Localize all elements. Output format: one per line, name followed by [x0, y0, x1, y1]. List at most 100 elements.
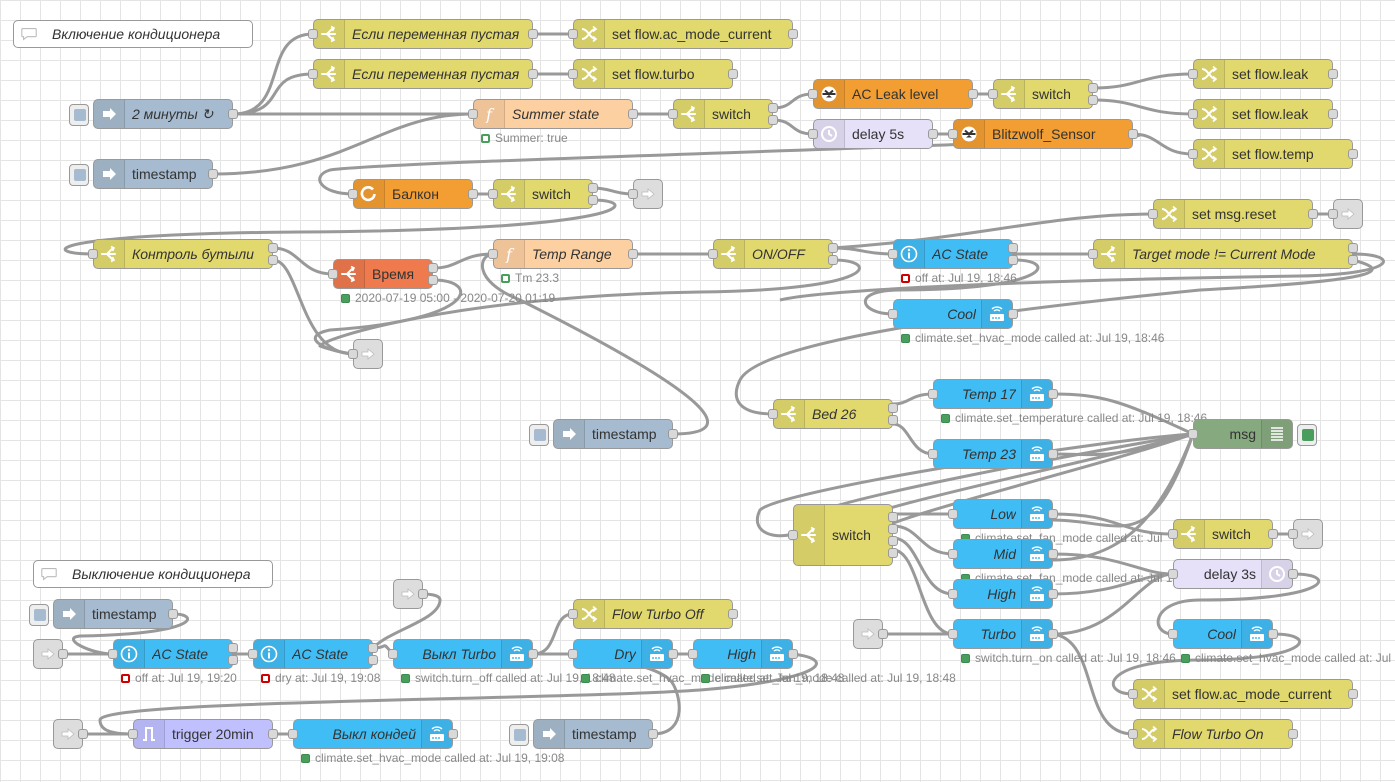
input-port[interactable]: [668, 109, 678, 119]
node-event[interactable]: Балкон: [348, 179, 478, 209]
inject-button[interactable]: [29, 604, 49, 626]
output-port[interactable]: [728, 609, 738, 619]
input-port[interactable]: [128, 729, 138, 739]
input-port[interactable]: [1168, 569, 1178, 579]
node-event[interactable]: AC Leak level: [808, 79, 978, 109]
node-switch[interactable]: switch: [488, 179, 598, 209]
input-port[interactable]: [808, 89, 818, 99]
node-switch[interactable]: switch: [788, 504, 898, 566]
output-port[interactable]: [628, 249, 638, 259]
input-port[interactable]: [1128, 689, 1138, 699]
debug-toggle-button[interactable]: [1297, 424, 1317, 446]
output-port[interactable]: [368, 655, 378, 665]
inject-button[interactable]: [529, 424, 549, 446]
node-home-assistant[interactable]: Temp 17: [928, 379, 1058, 409]
node-home-assistant[interactable]: AC State: [248, 639, 378, 669]
link-in-node[interactable]: [393, 579, 428, 609]
output-port[interactable]: [588, 195, 598, 205]
output-port[interactable]: [1348, 149, 1358, 159]
input-port[interactable]: [948, 129, 958, 139]
node-home-assistant[interactable]: Mid: [948, 539, 1058, 569]
node-switch[interactable]: Если переменная пустая: [308, 59, 538, 89]
output-port[interactable]: [268, 729, 278, 739]
output-port[interactable]: [1048, 629, 1058, 639]
output-port[interactable]: [268, 255, 278, 265]
input-port[interactable]: [568, 69, 578, 79]
node-trigger[interactable]: trigger 20min: [128, 719, 278, 749]
node-home-assistant[interactable]: Cool: [888, 299, 1018, 329]
input-port[interactable]: [948, 549, 958, 559]
node-home-assistant[interactable]: Cool: [1168, 619, 1278, 649]
node-change[interactable]: set flow.turbo: [568, 59, 738, 89]
output-port[interactable]: [78, 729, 88, 739]
link-in-node[interactable]: [33, 639, 68, 669]
node-time-range[interactable]: Время: [328, 259, 438, 289]
output-port[interactable]: [168, 609, 178, 619]
output-port[interactable]: [228, 109, 238, 119]
output-port[interactable]: [788, 649, 798, 659]
output-port[interactable]: [628, 109, 638, 119]
output-port[interactable]: [768, 103, 778, 113]
input-port[interactable]: [1168, 529, 1178, 539]
node-inject[interactable]: timestamp: [69, 159, 218, 189]
output-port[interactable]: [878, 629, 888, 639]
output-port[interactable]: [888, 512, 898, 522]
node-home-assistant[interactable]: Turbo: [948, 619, 1058, 649]
output-port[interactable]: [1288, 729, 1298, 739]
output-port[interactable]: [1268, 529, 1278, 539]
node-home-assistant[interactable]: AC State: [888, 239, 1018, 269]
node-switch[interactable]: Bed 26: [768, 399, 898, 429]
input-port[interactable]: [1188, 109, 1198, 119]
output-port[interactable]: [1288, 569, 1298, 579]
output-port[interactable]: [768, 115, 778, 125]
link-out-node[interactable]: [1328, 199, 1363, 229]
output-port[interactable]: [418, 589, 428, 599]
node-switch[interactable]: Target mode != Current Mode: [1088, 239, 1358, 269]
output-port[interactable]: [428, 263, 438, 273]
output-port[interactable]: [1308, 209, 1318, 219]
node-home-assistant[interactable]: Выкл Turbo: [388, 639, 538, 669]
input-port[interactable]: [1328, 209, 1338, 219]
node-home-assistant[interactable]: Dry: [568, 639, 678, 669]
node-inject[interactable]: timestamp: [509, 719, 658, 749]
input-port[interactable]: [308, 29, 318, 39]
output-port[interactable]: [788, 29, 798, 39]
node-switch[interactable]: switch: [668, 99, 778, 129]
output-port[interactable]: [828, 255, 838, 265]
output-port[interactable]: [888, 536, 898, 546]
output-port[interactable]: [1348, 243, 1358, 253]
node-change[interactable]: set msg.reset: [1148, 199, 1318, 229]
input-port[interactable]: [928, 449, 938, 459]
input-port[interactable]: [948, 509, 958, 519]
input-port[interactable]: [568, 609, 578, 619]
node-change[interactable]: set flow.ac_mode_current: [568, 19, 798, 49]
output-port[interactable]: [1048, 449, 1058, 459]
inject-button[interactable]: [69, 164, 89, 186]
output-port[interactable]: [928, 129, 938, 139]
output-port[interactable]: [448, 729, 458, 739]
link-out-node[interactable]: [348, 339, 383, 369]
output-port[interactable]: [668, 649, 678, 659]
input-port[interactable]: [1168, 629, 1178, 639]
input-port[interactable]: [1188, 149, 1198, 159]
inject-button[interactable]: [69, 104, 89, 126]
output-port[interactable]: [468, 189, 478, 199]
output-port[interactable]: [1088, 83, 1098, 93]
input-port[interactable]: [348, 349, 358, 359]
node-home-assistant[interactable]: Temp 23: [928, 439, 1058, 469]
input-port[interactable]: [988, 89, 998, 99]
output-port[interactable]: [668, 429, 678, 439]
link-out-node[interactable]: [1288, 519, 1323, 549]
input-port[interactable]: [308, 69, 318, 79]
node-switch[interactable]: ON/OFF: [708, 239, 838, 269]
output-port[interactable]: [1008, 243, 1018, 253]
input-port[interactable]: [1188, 429, 1198, 439]
node-home-assistant[interactable]: Low: [948, 499, 1058, 529]
node-debug[interactable]: msg: [1188, 419, 1317, 449]
node-change[interactable]: Flow Turbo On: [1128, 719, 1298, 749]
node-change[interactable]: set flow.temp: [1188, 139, 1358, 169]
output-port[interactable]: [1328, 109, 1338, 119]
output-port[interactable]: [428, 275, 438, 285]
